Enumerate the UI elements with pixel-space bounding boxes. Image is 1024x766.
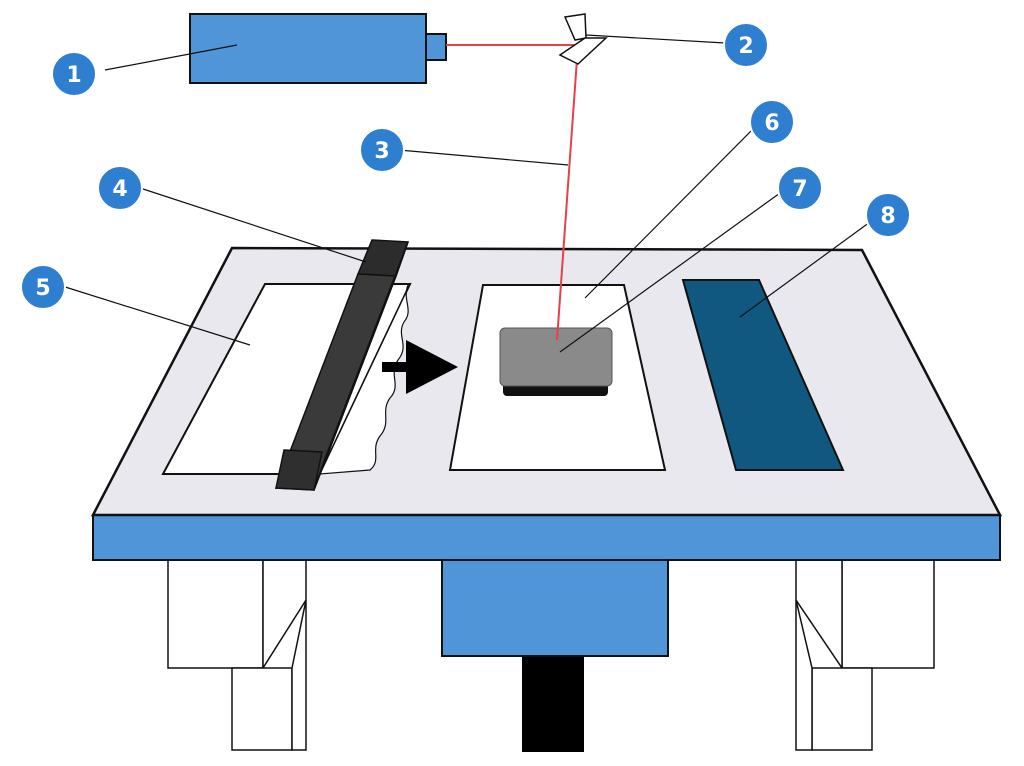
callout-8-label: 8 [880,204,895,229]
left-leg-front [167,559,264,669]
leader-line-4 [139,187,367,263]
right-leg-front [841,559,935,669]
callout-3: 3 [359,127,405,173]
laser-source [189,13,447,84]
build-part-top [499,327,613,387]
recoater-direction-arrow [382,340,458,394]
callouts: 1 2 3 4 5 6 7 8 [20,22,911,310]
callout-5-label: 5 [35,276,50,301]
laser-source-nozzle [425,33,447,61]
callout-2-label: 2 [738,34,753,59]
mirror-upper [563,13,587,41]
leader-line-2 [585,34,726,44]
leader-line-6 [584,125,757,299]
piston-shaft [522,652,584,752]
left-leg-lower-side [291,599,307,751]
leader-line-8 [739,221,871,318]
piston-housing [441,557,669,657]
support-legs [167,559,935,751]
left-leg-lower [231,667,293,751]
leader-line-3 [398,149,569,166]
overflow-bin [681,279,845,471]
callout-8: 8 [865,192,911,238]
mirror-lower [558,37,608,65]
callout-1-label: 1 [66,63,81,88]
right-leg-lower [811,667,873,751]
right-leg-lower-side [795,599,813,751]
callout-3-label: 3 [374,139,389,164]
table-front-edge [92,514,1001,561]
callout-7: 7 [777,165,823,211]
recoater-blade-side [313,241,409,491]
callout-6-label: 6 [764,111,779,136]
leader-lines [61,34,871,353]
recoater-blade [274,239,410,491]
callout-4: 4 [97,165,143,211]
laser-beam-vertical [556,44,579,341]
leader-line-1 [104,44,238,71]
callout-6: 6 [749,99,795,145]
build-part [499,327,613,396]
callout-7-label: 7 [792,177,807,202]
recoater-blade-end [275,449,323,491]
callout-4-label: 4 [112,177,127,202]
leader-line-7 [559,192,781,353]
leader-line-5 [61,285,251,346]
callout-5: 5 [20,264,66,310]
callout-2: 2 [723,22,769,68]
laser-source-body [189,13,427,84]
scanning-mirror [558,13,608,65]
spread-powder-edge [319,282,412,475]
callout-1: 1 [51,51,97,97]
